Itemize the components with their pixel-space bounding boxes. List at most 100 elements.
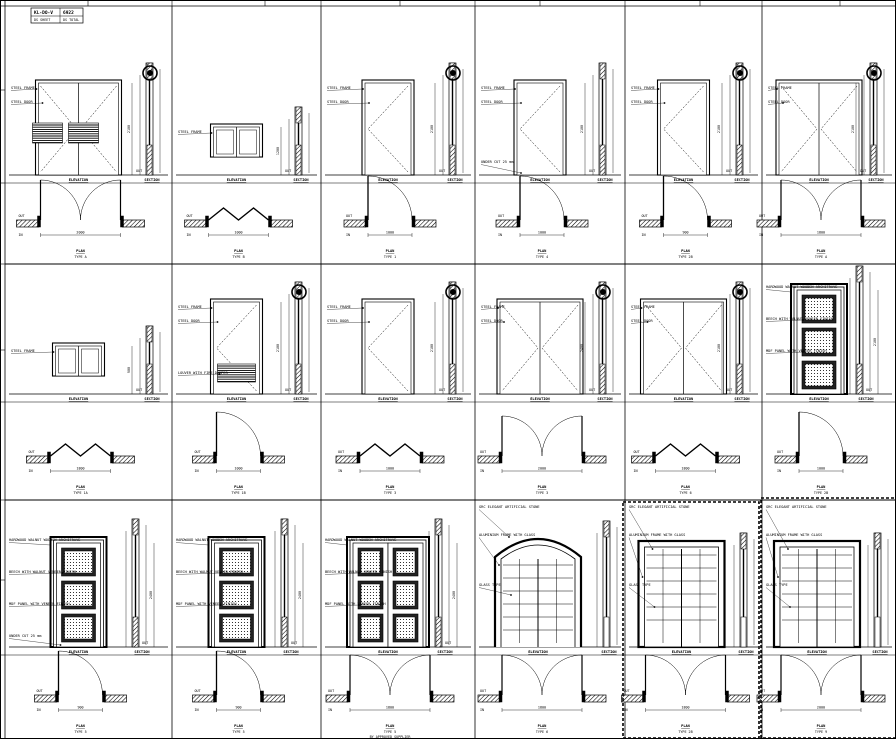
section-view bbox=[596, 520, 618, 648]
swing-arc bbox=[685, 654, 726, 696]
caption: SECTION bbox=[601, 650, 616, 654]
in-label: IN bbox=[195, 469, 199, 473]
handle-detail bbox=[445, 65, 461, 81]
width-dimension: 1800 bbox=[681, 706, 689, 710]
folding-leaves bbox=[359, 443, 421, 457]
handle-detail bbox=[732, 65, 748, 81]
out-label: OUT bbox=[589, 169, 595, 173]
caption: ELEVATION bbox=[674, 178, 693, 182]
swing-arc bbox=[663, 175, 708, 221]
out-label: OUT bbox=[777, 450, 783, 454]
handle-detail bbox=[291, 284, 307, 300]
caption: SECTION bbox=[734, 397, 749, 401]
caption: SECTION bbox=[447, 178, 462, 182]
door-elevation bbox=[513, 79, 567, 176]
width-dimension: 1000 bbox=[386, 231, 394, 235]
caption: ELEVATION bbox=[69, 650, 88, 654]
handle-detail bbox=[866, 65, 882, 81]
out-label: OUT bbox=[29, 450, 35, 454]
door-leaf bbox=[516, 82, 564, 176]
note-steel-door: STEEL DOOR bbox=[768, 100, 790, 104]
caption: ELEVATION bbox=[674, 397, 693, 401]
out-label: OUT bbox=[624, 689, 630, 693]
swing-arc bbox=[216, 650, 261, 696]
out-label: OUT bbox=[759, 214, 765, 218]
type-label: TYPE 5 bbox=[74, 730, 86, 734]
note-alum-frame: ALUMINIUM FRAME WITH GLASS bbox=[479, 533, 535, 537]
caption: PLAN bbox=[538, 485, 547, 489]
note-panel-finish: BEECH WITH WALNUT VENEER FINISH bbox=[325, 570, 392, 574]
note-stone-frame: GRC ELEGANT ARTIFICIAL STONE bbox=[766, 505, 827, 509]
caption: SECTION bbox=[858, 397, 873, 401]
wall-left bbox=[495, 219, 519, 228]
wall-left bbox=[756, 219, 780, 228]
note-undercut: UNDER CUT 25 mm bbox=[481, 160, 513, 164]
wall-left bbox=[192, 694, 215, 703]
width-dimension: 900 bbox=[77, 706, 83, 710]
type-label: TYPE 5 bbox=[384, 730, 396, 734]
note-steel-frame: STEEL FRAME bbox=[327, 86, 351, 90]
note-steel-door: STEEL DOOR bbox=[11, 100, 33, 104]
title-sub-left: DS SHEET bbox=[34, 18, 50, 22]
caption: PLAN bbox=[234, 485, 243, 489]
swing-arc bbox=[501, 415, 543, 457]
caption: SECTION bbox=[868, 178, 883, 182]
wall-right bbox=[844, 455, 868, 464]
caption: ELEVATION bbox=[227, 397, 246, 401]
wall-right bbox=[262, 455, 285, 464]
out-label: OUT bbox=[439, 388, 445, 392]
type-label: TYPE A bbox=[74, 255, 86, 259]
width-dimension: 1800 bbox=[538, 706, 546, 710]
out-label: OUT bbox=[589, 388, 595, 392]
out-label: OUT bbox=[726, 169, 732, 173]
note-alum-frame: ALUMINIUM FRAME WITH GLASS bbox=[766, 533, 822, 537]
title-code: KL-DO-V bbox=[34, 10, 53, 16]
cell-grid bbox=[5, 6, 896, 739]
wall-left bbox=[34, 694, 57, 703]
out-label: OUT bbox=[195, 689, 201, 693]
caption: SECTION bbox=[738, 650, 753, 654]
note-mdf-panel: MDF PANEL WITH VENEER FINISH bbox=[325, 602, 386, 606]
section-view bbox=[139, 325, 161, 395]
wall-right bbox=[565, 219, 589, 228]
wall-left bbox=[631, 455, 654, 464]
door-leaf bbox=[364, 82, 412, 176]
width-dimension: 2000 bbox=[538, 467, 546, 471]
type-label: TYPE 1 bbox=[384, 255, 396, 259]
width-dimension: 2000 bbox=[76, 231, 84, 235]
in-label: IN bbox=[480, 708, 484, 712]
height-dimension: 2100 bbox=[873, 338, 877, 346]
note-steel-frame: STEEL FRAME bbox=[11, 86, 35, 90]
width-dimension: 1800 bbox=[76, 467, 84, 471]
out-label: OUT bbox=[445, 641, 451, 645]
width-dimension: 1000 bbox=[538, 231, 546, 235]
door-elevation bbox=[361, 298, 415, 395]
section-view bbox=[867, 532, 889, 648]
caption: ELEVATION bbox=[227, 650, 246, 654]
caption: SECTION bbox=[597, 178, 612, 182]
out-label: OUT bbox=[726, 388, 732, 392]
door-elevation bbox=[361, 79, 415, 176]
height-dimension: 2400 bbox=[298, 591, 302, 599]
wall-right bbox=[112, 455, 135, 464]
height-dimension: 900 bbox=[127, 367, 131, 373]
swing-arc bbox=[216, 411, 261, 457]
glazed-door-elevation bbox=[493, 538, 583, 647]
in-label: IN bbox=[624, 708, 628, 712]
out-label: OUT bbox=[346, 214, 352, 218]
caption: ELEVATION bbox=[69, 178, 88, 182]
